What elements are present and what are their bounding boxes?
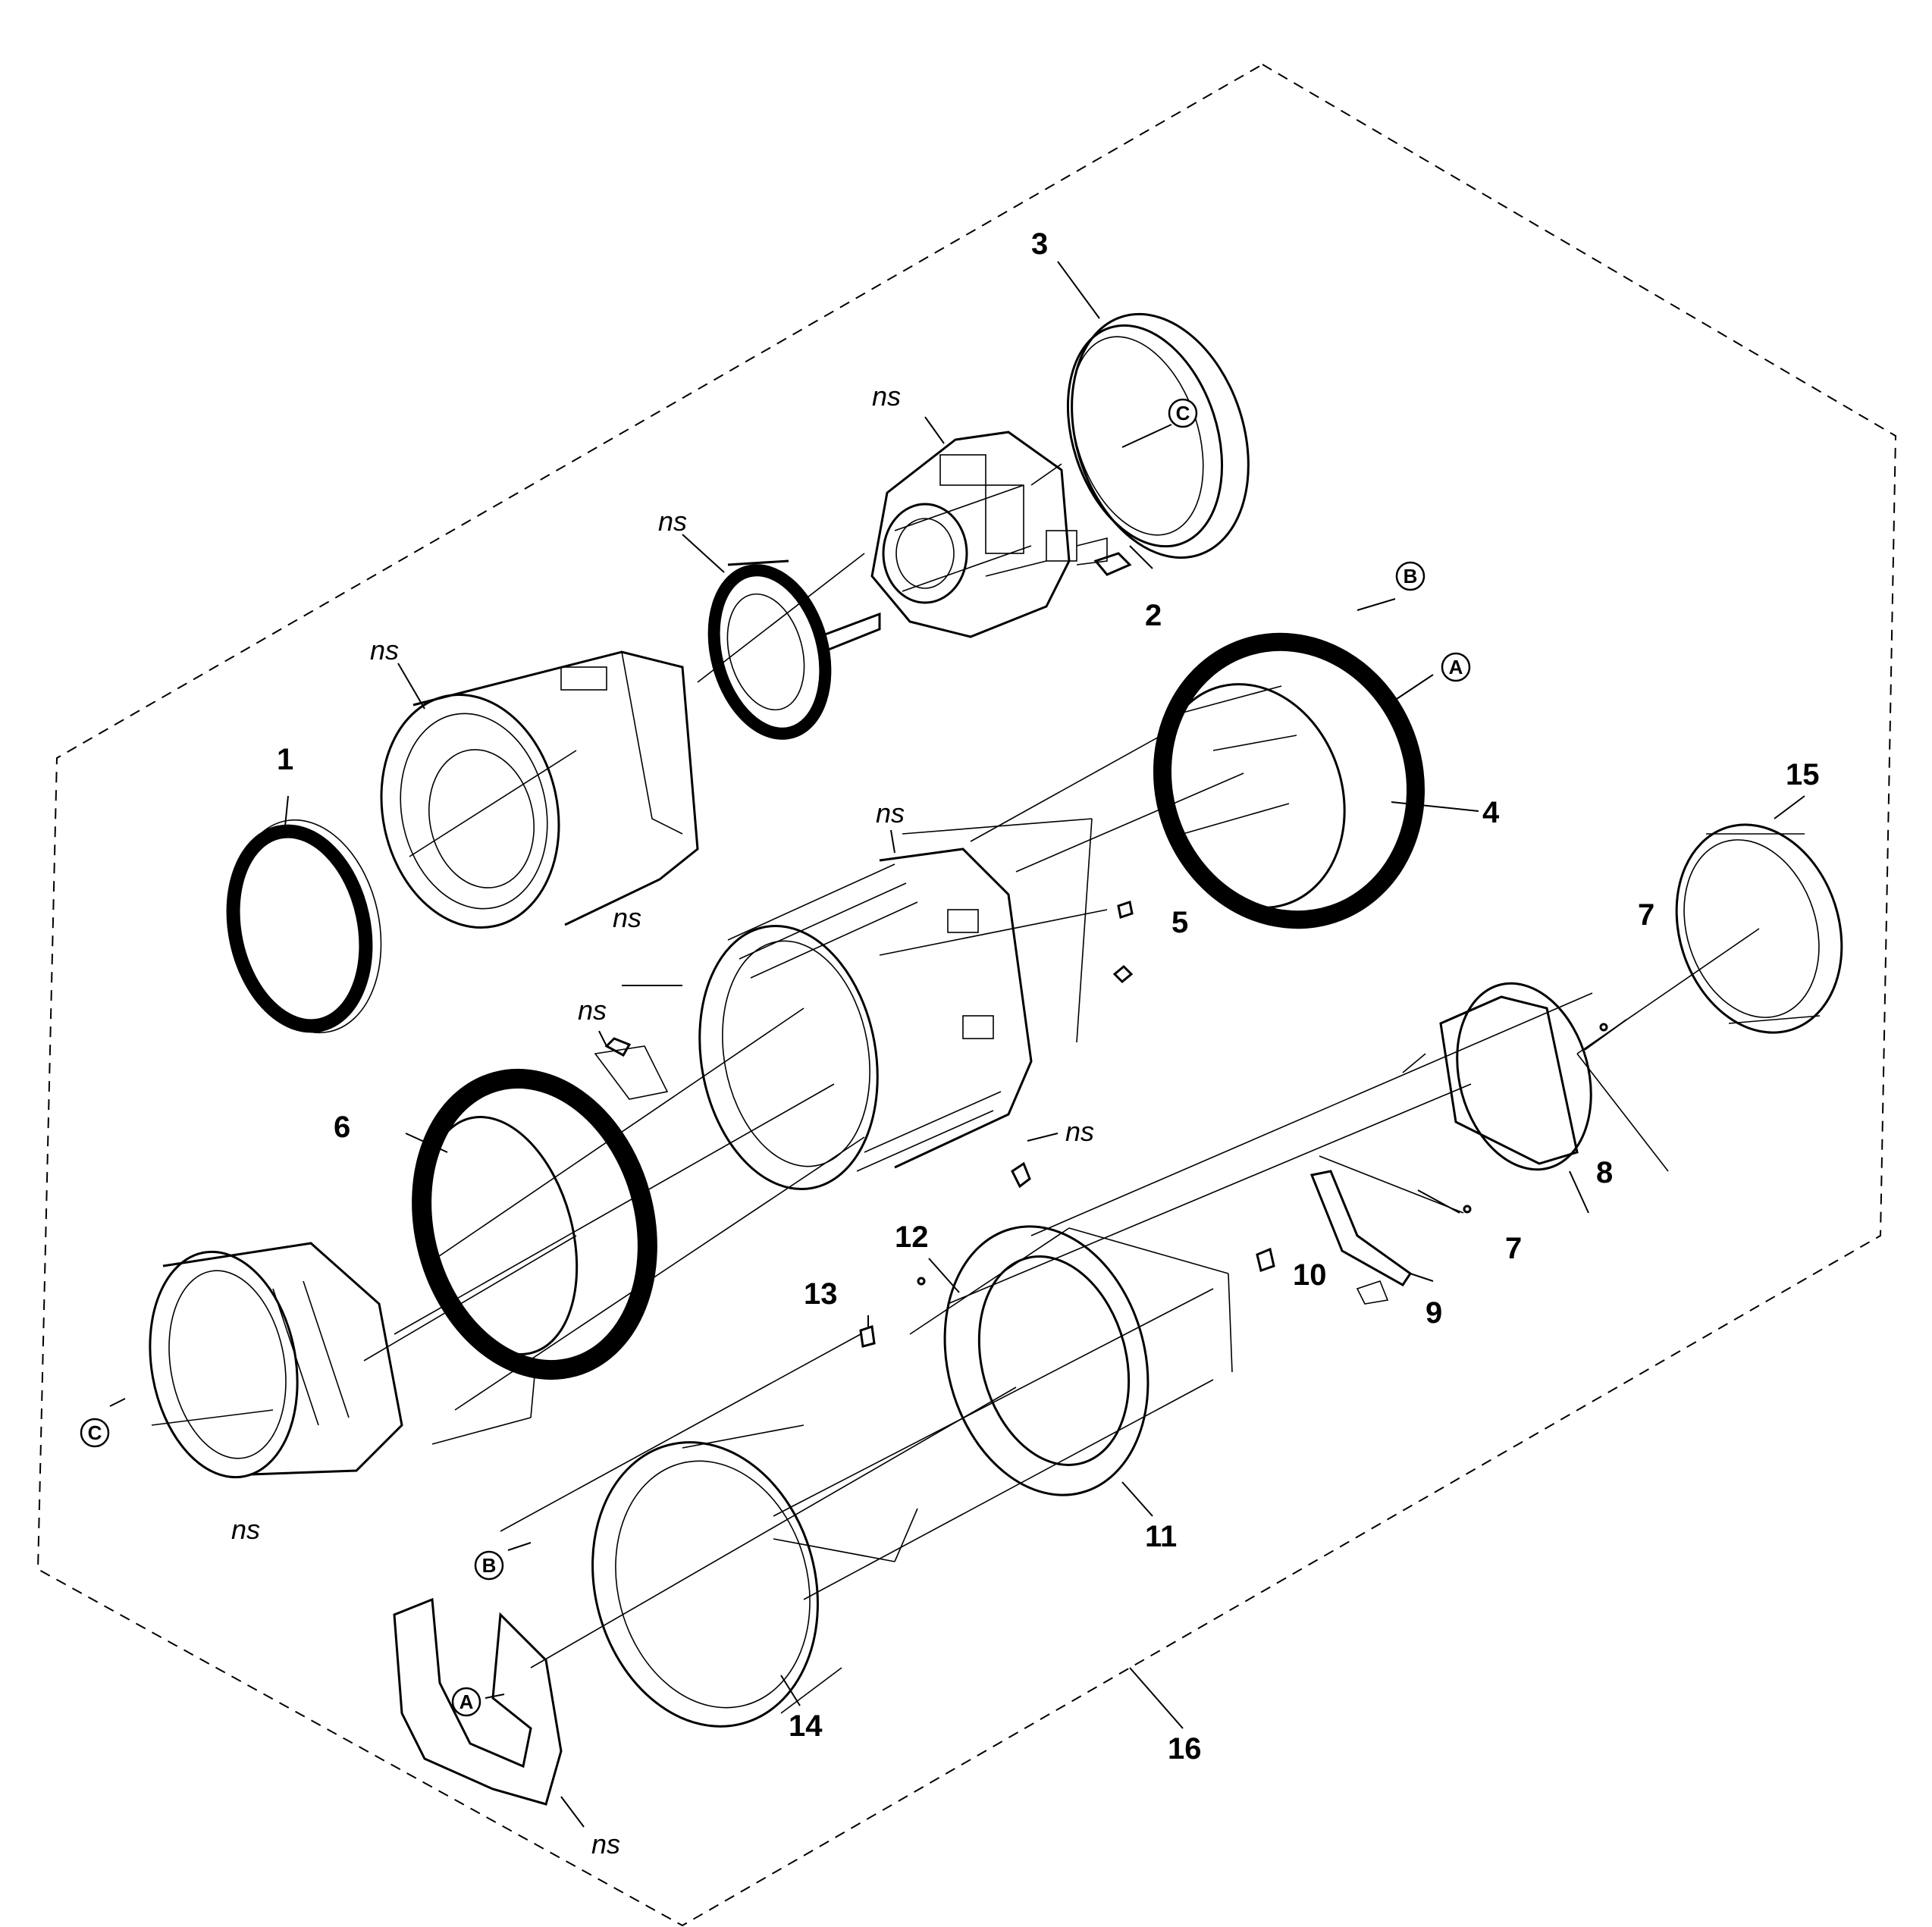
- label-part-14: 14: [789, 1709, 823, 1743]
- screws: [859, 901, 1608, 1348]
- ns-small-parts: [594, 964, 1134, 1189]
- connector-b-top: B: [1395, 561, 1425, 591]
- svg-text:C: C: [88, 1421, 102, 1444]
- label-part-15: 15: [1786, 758, 1820, 791]
- ns-label: ns: [876, 797, 905, 829]
- label-part-16: 16: [1168, 1732, 1202, 1766]
- label-part-6: 6: [334, 1111, 350, 1144]
- svg-text:B: B: [1404, 565, 1418, 588]
- label-part-2: 2: [1145, 599, 1162, 632]
- connector-c-bottom: C: [80, 1418, 110, 1448]
- label-part-10: 10: [1293, 1258, 1327, 1292]
- part-labels: 1 2 3 4 5 6 7 7 8 9 10 11 12 13 14 15 16: [277, 227, 1820, 1766]
- rear-barrel: [380, 650, 699, 929]
- svg-text:B: B: [482, 1554, 497, 1577]
- part-7b-screw: [1463, 1205, 1472, 1214]
- leader-lines: [109, 261, 1805, 1828]
- connector-a-bottom: A: [451, 1687, 481, 1717]
- label-part-7a: 7: [1638, 898, 1654, 932]
- connector-c-top: C: [1168, 398, 1198, 428]
- ns-label: ns: [872, 381, 901, 412]
- ns-labels: ns ns ns ns ns ns ns ns ns: [231, 381, 1094, 1860]
- motor-block: [870, 431, 1108, 638]
- part-7-screw: [1599, 1023, 1608, 1032]
- helicoid-unit: [698, 848, 1033, 1190]
- ns-label: ns: [591, 1828, 620, 1860]
- part-6-focus-ring: [412, 1068, 657, 1380]
- part-8-bracket: [1439, 982, 1592, 1171]
- flex-board: [393, 1597, 563, 1806]
- ns-label: ns: [658, 506, 687, 537]
- svg-text:A: A: [1449, 656, 1463, 678]
- cam-tube: [149, 1242, 403, 1479]
- part-12-screw: [917, 1277, 926, 1286]
- label-part-12: 12: [895, 1220, 929, 1254]
- part-4-zoom-ring: [1153, 632, 1425, 929]
- svg-text:A: A: [459, 1690, 474, 1713]
- label-part-3: 3: [1031, 227, 1048, 261]
- part-13-screw: [859, 1325, 876, 1348]
- connector-markers: C B A C B A: [80, 398, 1471, 1717]
- label-part-1: 1: [277, 743, 293, 776]
- ns-label: ns: [1065, 1116, 1094, 1147]
- connector-b-bottom: B: [474, 1550, 504, 1581]
- ns-label: ns: [231, 1514, 260, 1545]
- part-2-clip: [1093, 552, 1132, 576]
- part-9-contact: [1309, 1170, 1413, 1305]
- aperture-unit: [707, 559, 881, 740]
- connector-a-top: A: [1441, 652, 1471, 682]
- label-part-13: 13: [804, 1277, 838, 1311]
- part-10-screw: [1256, 1247, 1275, 1272]
- label-part-5: 5: [1171, 906, 1188, 939]
- part-14-ring: [591, 1424, 842, 1728]
- ns-label: ns: [613, 902, 641, 933]
- part-15-ring: [1675, 823, 1843, 1034]
- ns-label: ns: [370, 634, 399, 666]
- ns-label: ns: [578, 995, 607, 1026]
- part-11-mount: [943, 1225, 1149, 1496]
- part-1-ring: [226, 819, 382, 1034]
- label-part-4: 4: [1482, 796, 1500, 829]
- label-part-8: 8: [1596, 1156, 1613, 1189]
- label-part-9: 9: [1425, 1296, 1442, 1330]
- label-part-7b: 7: [1505, 1232, 1522, 1265]
- label-part-11: 11: [1145, 1520, 1177, 1553]
- assembly-boundary: [36, 63, 1897, 1927]
- axis-lines: [363, 463, 1760, 1668]
- svg-text:C: C: [1176, 402, 1190, 425]
- part-5-screw: [1117, 901, 1134, 919]
